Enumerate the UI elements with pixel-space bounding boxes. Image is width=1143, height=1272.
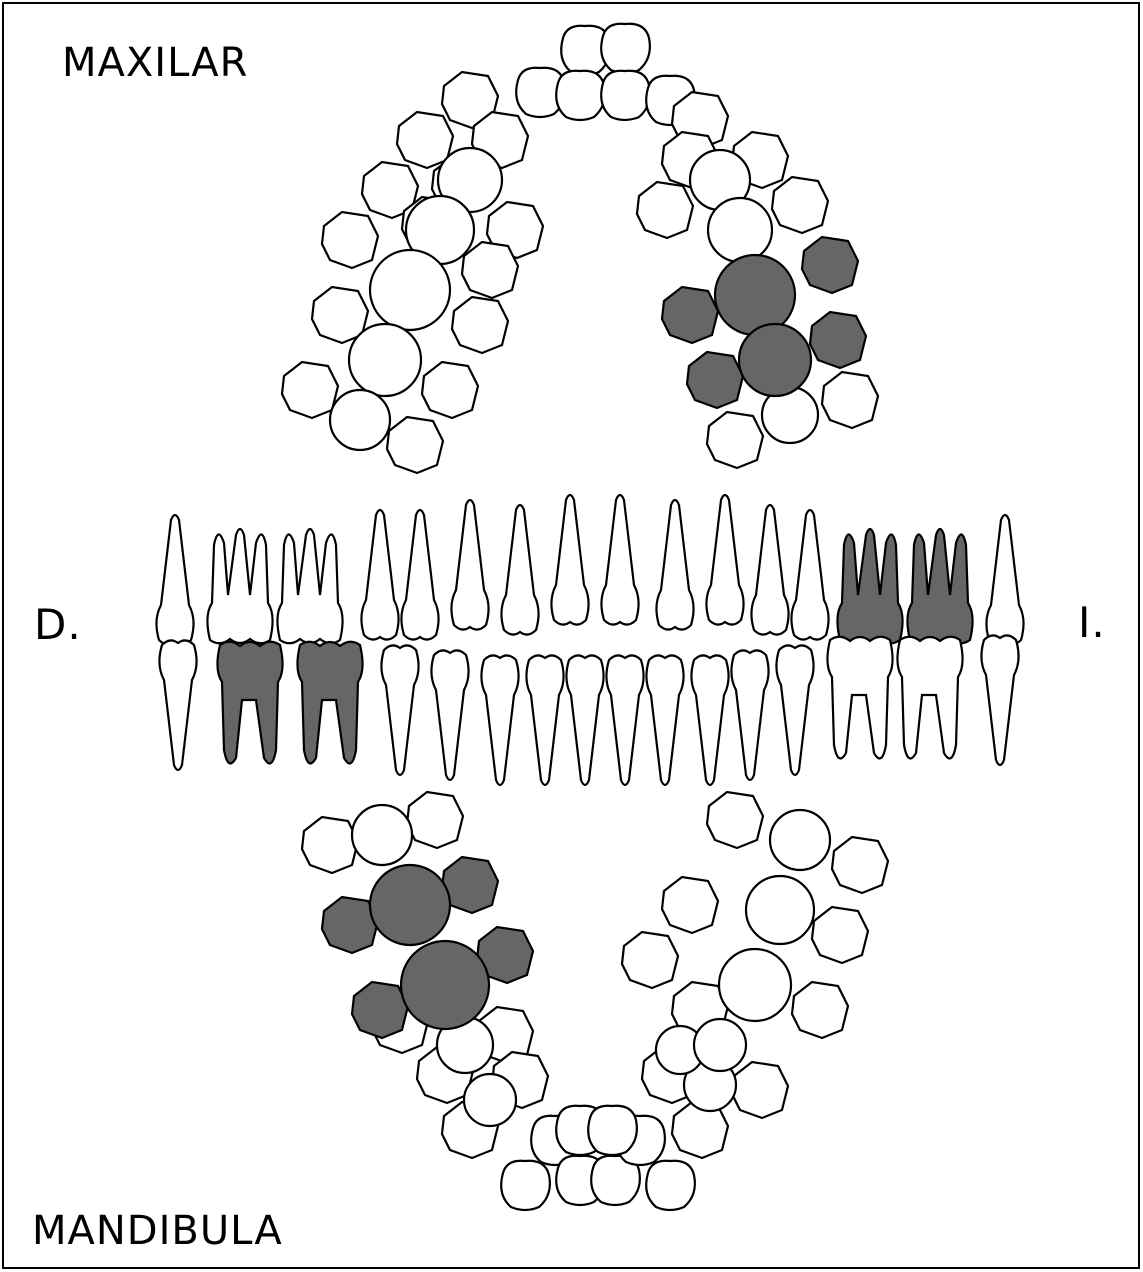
right-side-label: D.	[34, 600, 82, 649]
maxilla-label: MAXILAR	[62, 40, 248, 86]
lower-lateral-affected	[217, 642, 362, 764]
left-side-label: I.	[1078, 598, 1106, 647]
maxillary-arch	[282, 24, 878, 473]
mandible-label: MANDIBULA	[32, 1208, 283, 1254]
lower-lateral-row	[159, 635, 1018, 785]
upper-lateral-affected	[837, 529, 972, 643]
